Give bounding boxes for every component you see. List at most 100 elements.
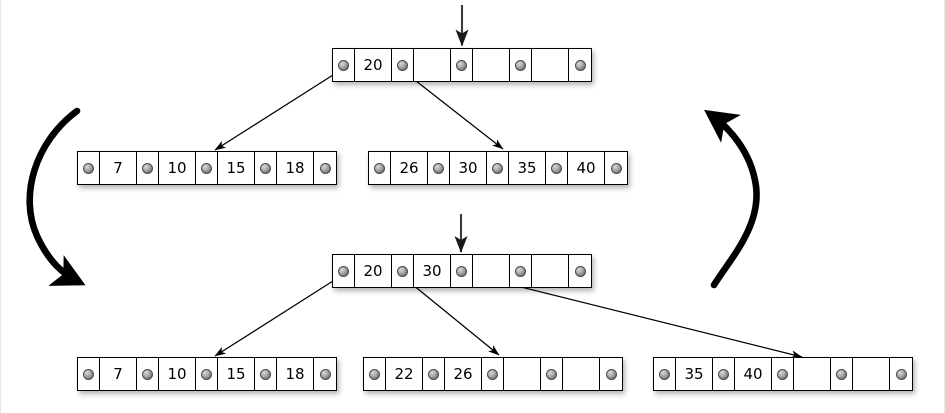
pointer-dot-icon	[142, 368, 153, 380]
key-cell[interactable]: 15	[218, 358, 255, 390]
pointer-cell[interactable]	[451, 255, 473, 287]
pointer-dot-icon	[260, 162, 271, 174]
key-cell[interactable]: 40	[568, 152, 605, 184]
key-cell[interactable]: 10	[159, 152, 196, 184]
pointer-dot-icon	[433, 162, 444, 174]
pointer-cell[interactable]	[314, 358, 336, 390]
pointer-dot-icon	[397, 59, 408, 71]
pointer-dot-icon	[201, 368, 212, 380]
key-cell[interactable]: 40	[735, 358, 772, 390]
pointer-cell[interactable]	[196, 152, 218, 184]
pointer-cell[interactable]	[541, 358, 563, 390]
key-cell[interactable]: 30	[450, 152, 487, 184]
pointer-cell[interactable]	[196, 358, 218, 390]
transition-arrow-right-curved	[704, 109, 760, 289]
leaf-left-before[interactable]: 7 10 15 18	[77, 151, 337, 185]
pointer-cell[interactable]	[569, 255, 591, 287]
pointer-cell[interactable]	[255, 152, 277, 184]
pointer-cell[interactable]	[569, 49, 591, 81]
key-cell-empty[interactable]	[414, 49, 451, 81]
pointer-cell[interactable]	[137, 152, 159, 184]
pointer-cell[interactable]	[451, 49, 473, 81]
pointer-dot-icon	[492, 162, 503, 174]
key-cell[interactable]: 7	[100, 358, 137, 390]
pointer-dot-icon	[338, 265, 349, 277]
key-cell[interactable]: 18	[277, 152, 314, 184]
pointer-dot-icon	[487, 368, 498, 380]
key-cell[interactable]: 20	[355, 255, 392, 287]
key-cell[interactable]: 15	[218, 152, 255, 184]
pointer-dot-icon	[374, 162, 385, 174]
pointer-dot-icon	[456, 59, 467, 71]
key-cell[interactable]: 10	[159, 358, 196, 390]
pointer-dot-icon	[515, 59, 526, 71]
pointer-cell[interactable]	[78, 152, 100, 184]
root-node-after[interactable]: 20 30	[332, 254, 592, 288]
key-cell-empty[interactable]	[532, 49, 569, 81]
pointer-dot-icon	[574, 265, 586, 277]
pointer-dot-icon	[546, 368, 557, 380]
pointer-cell[interactable]	[482, 358, 504, 390]
pointer-dot-icon	[515, 265, 526, 277]
root-node-before[interactable]: 20	[332, 48, 592, 82]
pointer-cell[interactable]	[831, 358, 853, 390]
pointer-cell[interactable]	[78, 358, 100, 390]
key-cell-empty[interactable]	[473, 255, 510, 287]
pointer-cell[interactable]	[605, 152, 627, 184]
key-cell[interactable]: 35	[509, 152, 546, 184]
pointer-cell[interactable]	[546, 152, 568, 184]
key-cell-empty[interactable]	[473, 49, 510, 81]
key-cell[interactable]: 18	[277, 358, 314, 390]
pointer-cell[interactable]	[369, 152, 391, 184]
key-cell-empty[interactable]	[794, 358, 831, 390]
pointer-dot-icon	[574, 59, 586, 71]
leaf-middle-after[interactable]: 22 26	[363, 357, 623, 391]
key-cell[interactable]: 35	[676, 358, 713, 390]
key-cell[interactable]: 22	[386, 358, 423, 390]
pointer-dot-icon	[551, 162, 562, 174]
key-cell[interactable]: 26	[391, 152, 428, 184]
edge-root-after-to-leaf-left	[214, 273, 345, 357]
pointer-dot-icon	[369, 368, 380, 380]
pointer-dot-icon	[456, 265, 467, 277]
key-cell[interactable]: 20	[355, 49, 392, 81]
pointer-cell[interactable]	[510, 255, 532, 287]
pointer-cell[interactable]	[890, 358, 912, 390]
key-cell[interactable]: 30	[414, 255, 451, 287]
pointer-dot-icon	[836, 368, 847, 380]
pointer-cell[interactable]	[423, 358, 445, 390]
pointer-dot-icon	[142, 162, 153, 174]
pointer-cell[interactable]	[255, 358, 277, 390]
key-cell[interactable]: 7	[100, 152, 137, 184]
pointer-cell[interactable]	[392, 49, 414, 81]
pointer-cell[interactable]	[392, 255, 414, 287]
pointer-dot-icon	[610, 162, 622, 174]
key-cell-empty[interactable]	[563, 358, 600, 390]
pointer-dot-icon	[659, 368, 670, 380]
pointer-cell[interactable]	[137, 358, 159, 390]
key-cell-empty[interactable]	[504, 358, 541, 390]
pointer-cell[interactable]	[713, 358, 735, 390]
leaf-left-after[interactable]: 7 10 15 18	[77, 357, 337, 391]
pointer-dot-icon	[83, 162, 94, 174]
pointer-cell[interactable]	[487, 152, 509, 184]
pointer-cell[interactable]	[510, 49, 532, 81]
pointer-cell[interactable]	[333, 255, 355, 287]
pointer-cell[interactable]	[600, 358, 622, 390]
key-cell-empty[interactable]	[532, 255, 569, 287]
pointer-dot-icon	[319, 368, 331, 380]
key-cell[interactable]: 26	[445, 358, 482, 390]
pointer-cell[interactable]	[364, 358, 386, 390]
pointer-dot-icon	[338, 59, 349, 71]
pointer-dot-icon	[895, 368, 907, 380]
pointer-dot-icon	[397, 265, 408, 277]
key-cell-empty[interactable]	[853, 358, 890, 390]
pointer-cell[interactable]	[772, 358, 794, 390]
leaf-right-after[interactable]: 35 40	[653, 357, 913, 391]
pointer-cell[interactable]	[654, 358, 676, 390]
pointer-cell[interactable]	[314, 152, 336, 184]
leaf-right-before[interactable]: 26 30 35 40	[368, 151, 628, 185]
pointer-cell[interactable]	[428, 152, 450, 184]
pointer-cell[interactable]	[333, 49, 355, 81]
